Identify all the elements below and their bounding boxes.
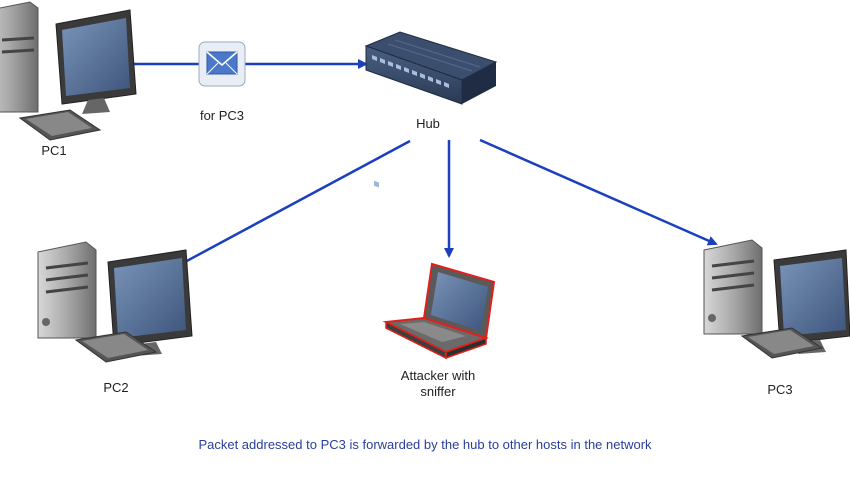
attacker-label-line2: sniffer [420,384,456,399]
pc2-label: PC2 [103,380,129,395]
arrow-hub-to-pc3 [479,138,718,246]
attacker-laptop-icon [382,262,496,360]
pc3-label: PC3 [767,382,793,397]
pc1-computer-icon [0,1,137,141]
pc3-computer-icon [703,239,850,359]
pc2-computer-icon [37,241,193,363]
hub-device-icon [364,31,498,188]
envelope-icon [198,41,246,87]
attacker-label-line1: Attacker with [400,368,476,383]
arrow-hub-to-pc2 [168,139,411,272]
diagram-caption: Packet addressed to PC3 is forwarded by … [198,437,652,452]
packet-label: for PC3 [199,108,245,123]
hub-label: Hub [416,116,440,131]
pc1-label: PC1 [41,143,67,158]
